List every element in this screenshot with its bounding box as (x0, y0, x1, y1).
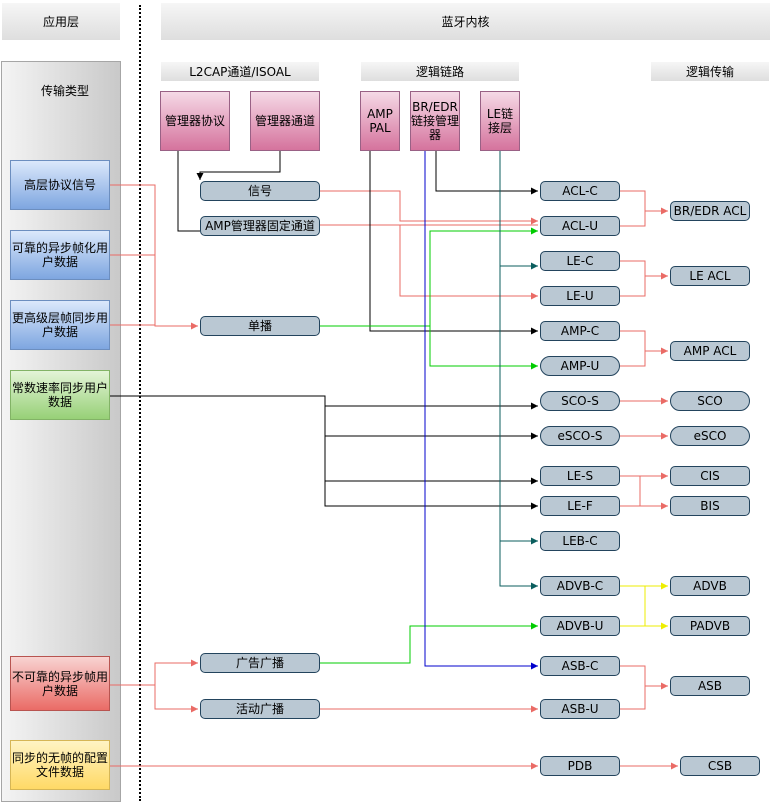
transport-sco: SCO (670, 391, 750, 411)
type-label: 常数速率同步用户数据 (11, 381, 108, 409)
link-label: LE-S (566, 469, 594, 483)
bluetooth-core-label: 蓝牙内核 (441, 15, 490, 29)
bredr-link-manager-box: BR/EDR链接管理器 (410, 91, 460, 151)
link-label: LE-F (567, 499, 593, 513)
transport-bis: BIS (670, 496, 750, 516)
channel-signal: 信号 (200, 181, 320, 201)
link-le-s: LE-S (540, 466, 620, 486)
transport-amp-acl: AMP ACL (670, 341, 750, 361)
logical-link-header: 逻辑链路 (361, 62, 519, 81)
link-label: ACL-U (562, 219, 598, 233)
link-label: eSCO-S (557, 429, 603, 443)
channel-label: 活动广播 (235, 702, 284, 716)
transport-types-title: 传输类型 (40, 84, 89, 98)
type-unreliable-async-framed: 不可靠的异步帧用户数据 (10, 656, 110, 711)
transport-label: CIS (700, 469, 720, 483)
transport-label: CSB (707, 759, 733, 773)
link-le-c: LE-C (540, 251, 620, 271)
type-label: 同步的无帧的配置文件数据 (11, 751, 108, 779)
transport-asb: ASB (670, 676, 750, 696)
link-amp-c: AMP-C (540, 321, 620, 341)
link-label: ASB-C (561, 659, 599, 673)
link-label: ACL-C (562, 184, 598, 198)
link-esco-s: eSCO-S (540, 426, 620, 446)
app-layer-header: 应用层 (2, 3, 120, 40)
type-label: 可靠的异步帧化用户数据 (11, 241, 108, 269)
transport-label: BR/EDR ACL (673, 204, 747, 218)
transport-csb: CSB (680, 756, 760, 776)
type-higher-layer-framed-iso: 更高级层帧同步用户数据 (10, 300, 110, 350)
link-label: SCO-S (561, 394, 599, 408)
link-label: ADVB-U (556, 619, 604, 633)
amp-pal-label: AMP PAL (367, 107, 393, 135)
l2cap-label: L2CAP通道/ISOAL (189, 65, 291, 79)
link-label: ADVB-C (556, 579, 604, 593)
link-asb-u: ASB-U (540, 699, 620, 719)
transport-label: SCO (697, 394, 723, 408)
transport-label: PADVB (689, 619, 731, 633)
channel-amp-fixed: AMP管理器固定通道 (200, 216, 320, 236)
transport-label: eSCO (693, 429, 727, 443)
link-label: AMP-U (560, 359, 600, 373)
transport-esco: eSCO (670, 426, 750, 446)
link-label: LEB-C (562, 534, 598, 548)
link-asb-c: ASB-C (540, 656, 620, 676)
type-label: 高层协议信号 (23, 178, 96, 192)
type-label: 不可靠的异步帧用户数据 (11, 669, 108, 698)
manager-protocol-label: 管理器协议 (164, 114, 225, 128)
transport-label: ASB (697, 679, 723, 693)
transport-label: BIS (700, 499, 720, 513)
link-sco-s: SCO-S (540, 391, 620, 411)
layer-divider (139, 5, 141, 801)
amp-pal-box: AMP PAL (360, 91, 400, 151)
transport-cis: CIS (670, 466, 750, 486)
type-label: 更高级层帧同步用户数据 (11, 311, 108, 339)
transport-label: ADVB (693, 579, 727, 593)
link-leb-c: LEB-C (540, 531, 620, 551)
channel-active-broadcast: 活动广播 (200, 699, 320, 719)
channel-label: AMP管理器固定通道 (205, 219, 315, 233)
transport-le-acl: LE ACL (670, 266, 750, 286)
type-iso-unframed-profile: 同步的无帧的配置文件数据 (10, 740, 110, 790)
link-label: PDB (567, 759, 593, 773)
channel-adv-broadcast: 广告广播 (200, 653, 320, 673)
manager-channel-label: 管理器通道 (254, 114, 315, 128)
logical-link-label: 逻辑链路 (415, 65, 464, 79)
l2cap-header: L2CAP通道/ISOAL (161, 62, 319, 81)
transport-label: AMP ACL (683, 344, 737, 358)
link-le-u: LE-U (540, 286, 620, 306)
le-link-layer-label: LE链接层 (486, 107, 514, 135)
link-label: LE-U (566, 289, 594, 303)
link-le-f: LE-F (540, 496, 620, 516)
channel-label: 单播 (247, 319, 272, 333)
link-advb-c: ADVB-C (540, 576, 620, 596)
bluetooth-core-header: 蓝牙内核 (161, 3, 770, 40)
type-higher-protocol-signal: 高层协议信号 (10, 160, 110, 210)
manager-protocol-box: 管理器协议 (160, 91, 230, 151)
app-layer-label: 应用层 (42, 15, 79, 29)
type-reliable-async-framed: 可靠的异步帧化用户数据 (10, 230, 110, 280)
bredr-link-manager-label: BR/EDR链接管理器 (411, 100, 460, 142)
channel-unicast: 单播 (200, 316, 320, 336)
link-amp-u: AMP-U (540, 356, 620, 376)
channel-label: 广告广播 (235, 656, 284, 670)
link-advb-u: ADVB-U (540, 616, 620, 636)
le-link-layer-box: LE链接层 (480, 91, 520, 151)
transport-advb: ADVB (670, 576, 750, 596)
transport-bredr-acl: BR/EDR ACL (670, 201, 750, 221)
transport-padvb: PADVB (670, 616, 750, 636)
link-label: ASB-U (561, 702, 599, 716)
manager-channel-box: 管理器通道 (250, 91, 320, 151)
link-pdb: PDB (540, 756, 620, 776)
channel-label: 信号 (247, 184, 272, 198)
link-label: LE-C (566, 254, 594, 268)
link-label: AMP-C (560, 324, 600, 338)
logical-transport-label: 逻辑传输 (685, 65, 734, 79)
transport-label: LE ACL (689, 269, 731, 283)
link-acl-u: ACL-U (540, 216, 620, 236)
logical-transport-header: 逻辑传输 (651, 62, 769, 81)
link-acl-c: ACL-C (540, 181, 620, 201)
type-constant-rate-iso: 常数速率同步用户数据 (10, 370, 110, 420)
